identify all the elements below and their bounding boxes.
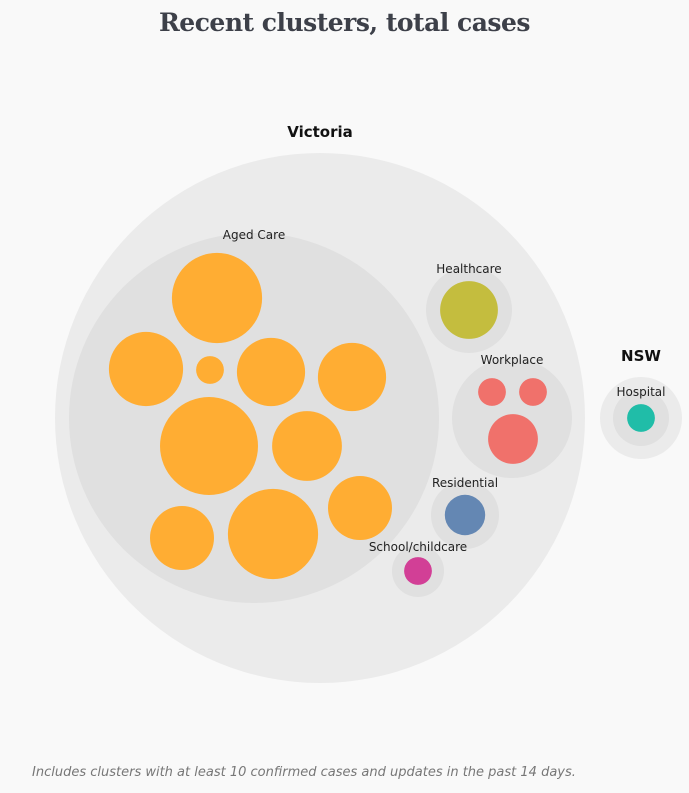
category-label: School/childcare xyxy=(369,540,467,554)
state-label: Victoria xyxy=(287,123,353,141)
cluster-bubble: Aged Care: 63 xyxy=(272,411,342,481)
cluster-bubble: Aged Care: 53 xyxy=(328,476,392,540)
category-label: Hospital xyxy=(617,385,666,399)
category-label: Workplace xyxy=(481,353,544,367)
chart-title: Recent clusters, total cases xyxy=(159,8,530,37)
cluster-bubble: Workplace: 10 xyxy=(478,378,506,406)
category-label: Healthcare xyxy=(436,262,501,276)
category-label: Aged Care xyxy=(223,228,285,242)
cluster-bubble: Aged Care: 71 xyxy=(108,331,184,407)
cluster-bubble: School/childcare: 10 xyxy=(404,557,432,585)
cluster-bubble: Aged Care: 53 xyxy=(150,506,214,570)
category-label: Residential xyxy=(432,476,498,490)
cluster-bubble: Workplace: 32 xyxy=(488,414,538,464)
cluster-bubble: Aged Care: 124 xyxy=(160,397,258,495)
cluster-bubble: Aged Care: 60 xyxy=(317,342,387,412)
state-label: NSW xyxy=(621,347,661,365)
cluster-bubble: Hospital: 10 xyxy=(627,404,655,432)
chart-footnote: Includes clusters with at least 10 confi… xyxy=(32,765,576,780)
cluster-bubble: Residential: 21 xyxy=(444,494,486,536)
cluster-bubble: Aged Care: 105 xyxy=(227,488,319,580)
cluster-bubble: Aged Care: 60 xyxy=(236,337,306,407)
cluster-bubble: Aged Care: 105 xyxy=(171,252,263,344)
cluster-bubble: Healthcare: 43 xyxy=(440,281,498,339)
cluster-bubble: Aged Care: 10 xyxy=(196,356,224,384)
cluster-bubble: Workplace: 10 xyxy=(519,378,547,406)
